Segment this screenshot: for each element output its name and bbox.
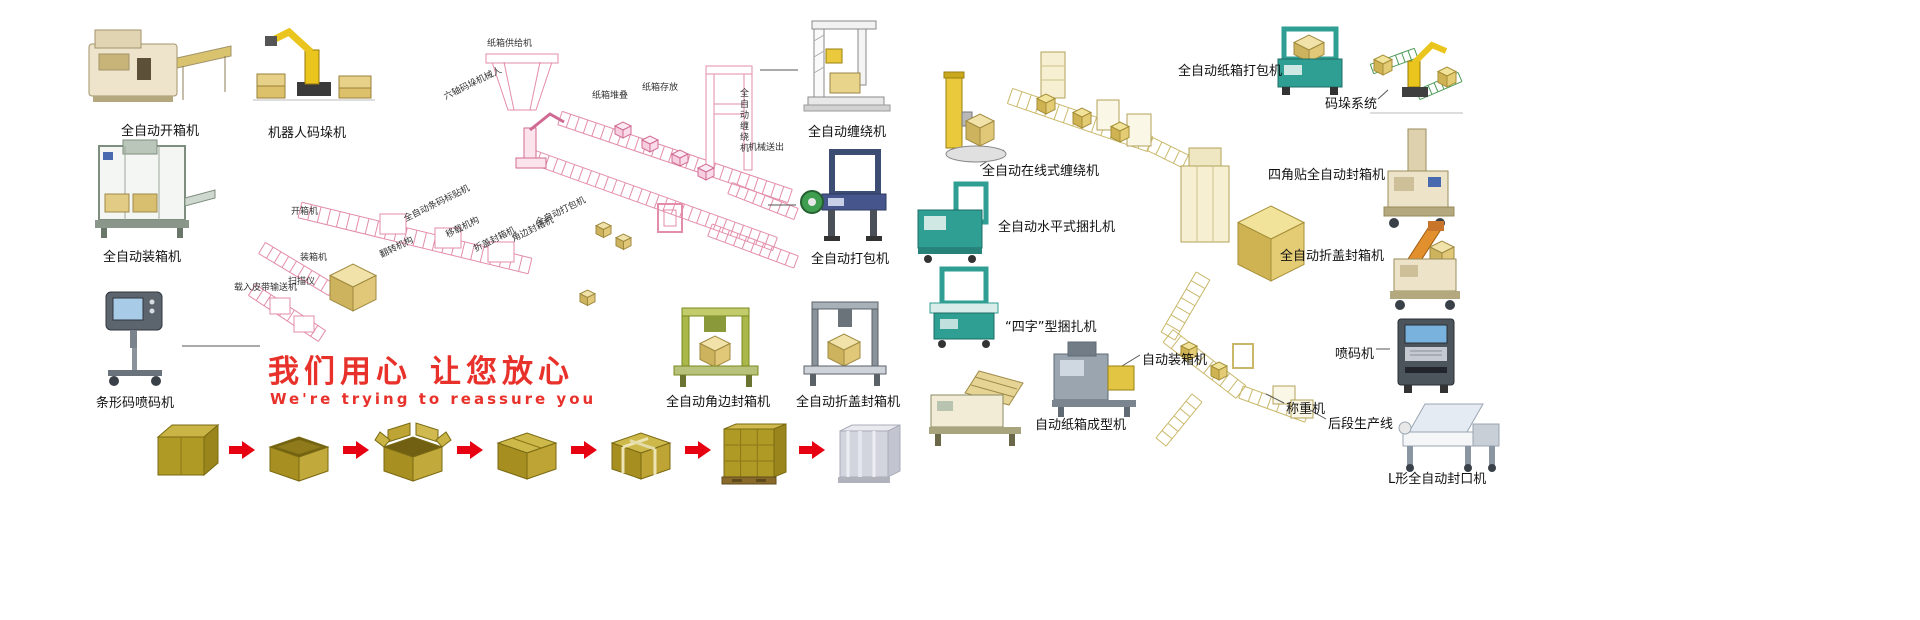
horizontal-strapper-image <box>917 181 989 263</box>
corner-edge-sealer-image <box>673 307 759 387</box>
center-line-diagram <box>248 53 799 342</box>
palletized-stack-image <box>721 423 787 485</box>
label-corner-edge-sealer: 全自动角边封箱机 <box>666 395 771 410</box>
box-stage-flaps <box>374 410 452 490</box>
machine-strapping <box>798 148 902 245</box>
machine-carton-opener <box>85 14 235 116</box>
label-strapping-machine: 全自动打包机 <box>810 252 889 267</box>
machine-carton-strapper <box>1268 25 1352 97</box>
label-inkjet-coder: 喷码机 <box>1335 347 1375 362</box>
slogan-cn-part1: 我们用心 <box>268 354 412 390</box>
center-label-3: 纸箱存放 <box>642 83 679 93</box>
machine-flap-fold-sealer-2 <box>1386 215 1466 312</box>
box-stage-blank <box>146 410 224 490</box>
machine-inkjet-coder <box>1390 315 1462 397</box>
stretch-wrapper-image <box>803 20 891 112</box>
label-horizontal-strapper: 全自动水平式捆扎机 <box>998 220 1116 235</box>
box-forming-sequence <box>146 410 908 490</box>
slogan-chinese: 我们用心让您放心 <box>268 346 574 391</box>
online-stretch-wrapper-image <box>943 71 1007 163</box>
label-flap-fold-sealer-2: 全自动折盖封箱机 <box>1280 249 1385 264</box>
barcode-inkjet-printer-image <box>105 291 163 386</box>
label-four-corner-taping-sealer: 四角贴全自动封箱机 <box>1268 168 1386 183</box>
palletizing-system-image <box>1369 41 1463 114</box>
machine-auto-case-packer <box>1048 336 1140 418</box>
machine-online-stretch-wrapper <box>938 70 1010 165</box>
machine-corner-edge-sealer <box>670 300 762 388</box>
label-auto-case-packer: 自动装箱机 <box>1142 353 1208 368</box>
machine-barcode-inkjet-printer <box>90 286 186 388</box>
center-label-2: 纸箱堆叠 <box>592 91 629 101</box>
arrow-right-icon <box>229 440 255 460</box>
strapped-carton-image <box>610 432 672 480</box>
center-label-13: 装箱机 <box>300 253 328 263</box>
box-stage-wrapped <box>830 410 908 490</box>
center-label-5: 机械送出 <box>748 143 785 153</box>
center-label-0: 纸箱供给机 <box>487 39 533 49</box>
carton-forming-machine-image <box>929 370 1024 446</box>
label-four-pattern-strapper: “四字”型捆扎机 <box>1005 320 1097 335</box>
machine-horizontal-strapper <box>912 180 996 264</box>
arrow-right-icon <box>685 440 711 460</box>
label-online-stretch-wrapper: 全自动在线式缠绕机 <box>982 164 1100 179</box>
label-carton-strapping-machine: 全自动纸箱打包机 <box>1178 64 1283 79</box>
arrow-right-icon <box>571 440 597 460</box>
wrapped-pallet-image <box>838 424 901 483</box>
label-weighing-machine: 称重机 <box>1286 402 1326 417</box>
arrow-right-icon <box>799 440 825 460</box>
box-stage-pallet <box>716 410 794 490</box>
machine-palletizing-system <box>1368 25 1465 122</box>
machine-robot-palletizer <box>253 20 375 118</box>
case-packer-image <box>95 139 216 238</box>
machine-l-type-sealer <box>1395 396 1505 472</box>
center-label-14: 载入皮带输送机 <box>234 283 298 293</box>
center-label-6: 开箱机 <box>291 207 319 217</box>
slogan-cn-part2: 让您放心 <box>430 354 574 390</box>
label-flap-fold-sealer: 全自动折盖封箱机 <box>796 395 901 410</box>
auto-case-packer-image <box>1052 341 1136 417</box>
label-carton-forming-machine: 自动纸箱成型机 <box>1035 418 1127 433</box>
opened-carton-image <box>268 436 330 482</box>
carton-strapping-machine-image <box>1277 26 1343 95</box>
machine-case-packer <box>85 138 217 242</box>
machine-four-pattern-strapper <box>922 265 1006 349</box>
machine-stretch-wrapper <box>800 15 895 118</box>
strapping-machine-image <box>800 149 887 241</box>
flap-fold-sealer-2-image <box>1390 221 1460 310</box>
carton-blank-image <box>156 423 220 477</box>
label-stretch-wrapper: 全自动缠绕机 <box>807 125 886 140</box>
box-stage-opened <box>260 410 338 490</box>
machine-flap-fold-sealer <box>798 296 893 388</box>
slogan-english: We're trying to reassure you <box>270 390 597 408</box>
carton-opener-image <box>88 29 232 102</box>
four-pattern-strapper-image <box>929 266 999 348</box>
box-stage-strapped <box>602 410 680 490</box>
l-type-sealer-image <box>1398 403 1500 472</box>
center-label-4: 全自动缠绕机 <box>738 88 748 154</box>
label-case-packer: 全自动装箱机 <box>102 250 181 265</box>
label-carton-opener: 全自动开箱机 <box>120 124 199 139</box>
sealed-carton-image <box>496 432 558 480</box>
opened-carton-flaps-image <box>374 422 452 482</box>
box-stage-sealed <box>488 410 566 490</box>
inkjet-coder-image <box>1397 318 1455 393</box>
arrow-right-icon <box>457 440 483 460</box>
machine-carton-former <box>925 365 1033 447</box>
label-l-type-sealer: L形全自动封口机 <box>1388 472 1487 487</box>
center-label-15: 扫描仪 <box>288 277 316 287</box>
four-corner-taping-sealer-image <box>1383 128 1455 228</box>
right-line-diagram <box>1006 51 1314 447</box>
label-barcode-inkjet-printer: 条形码喷码机 <box>95 396 174 411</box>
flap-fold-sealer-image <box>803 301 887 386</box>
label-palletizing-system: 码垛系统 <box>1325 97 1378 112</box>
label-robot-palletizer: 机器人码垛机 <box>267 126 346 141</box>
arrow-right-icon <box>343 440 369 460</box>
robot-palletizer-image <box>253 27 375 101</box>
label-back-end-production-line: 后段生产线 <box>1328 417 1394 432</box>
machine-four-corner-taping-sealer <box>1378 125 1460 232</box>
